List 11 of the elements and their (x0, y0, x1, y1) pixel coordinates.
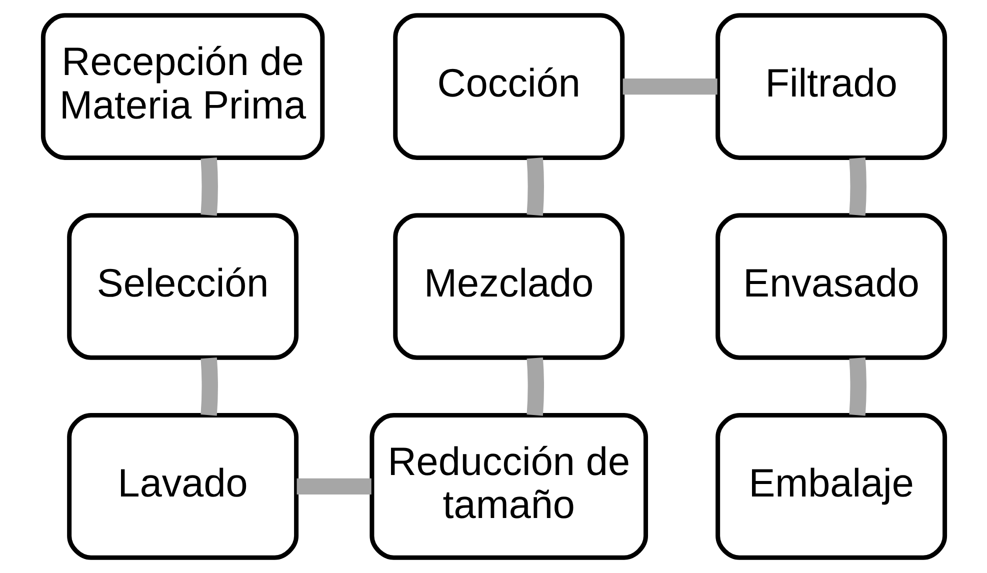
node-box: Embalaje (715, 413, 947, 560)
node-box: Reducción de tamaño (369, 413, 648, 560)
node-box: Envasado (715, 213, 947, 360)
node-box: Mezclado (392, 213, 624, 360)
connector (622, 78, 717, 95)
connector (296, 478, 371, 495)
node-box: Filtrado (715, 13, 947, 160)
node-box: Lavado (66, 413, 298, 560)
node-box: Selección (66, 213, 298, 360)
node-box: Cocción (392, 13, 624, 160)
node-box: Recepción de Materia Prima (40, 13, 324, 160)
